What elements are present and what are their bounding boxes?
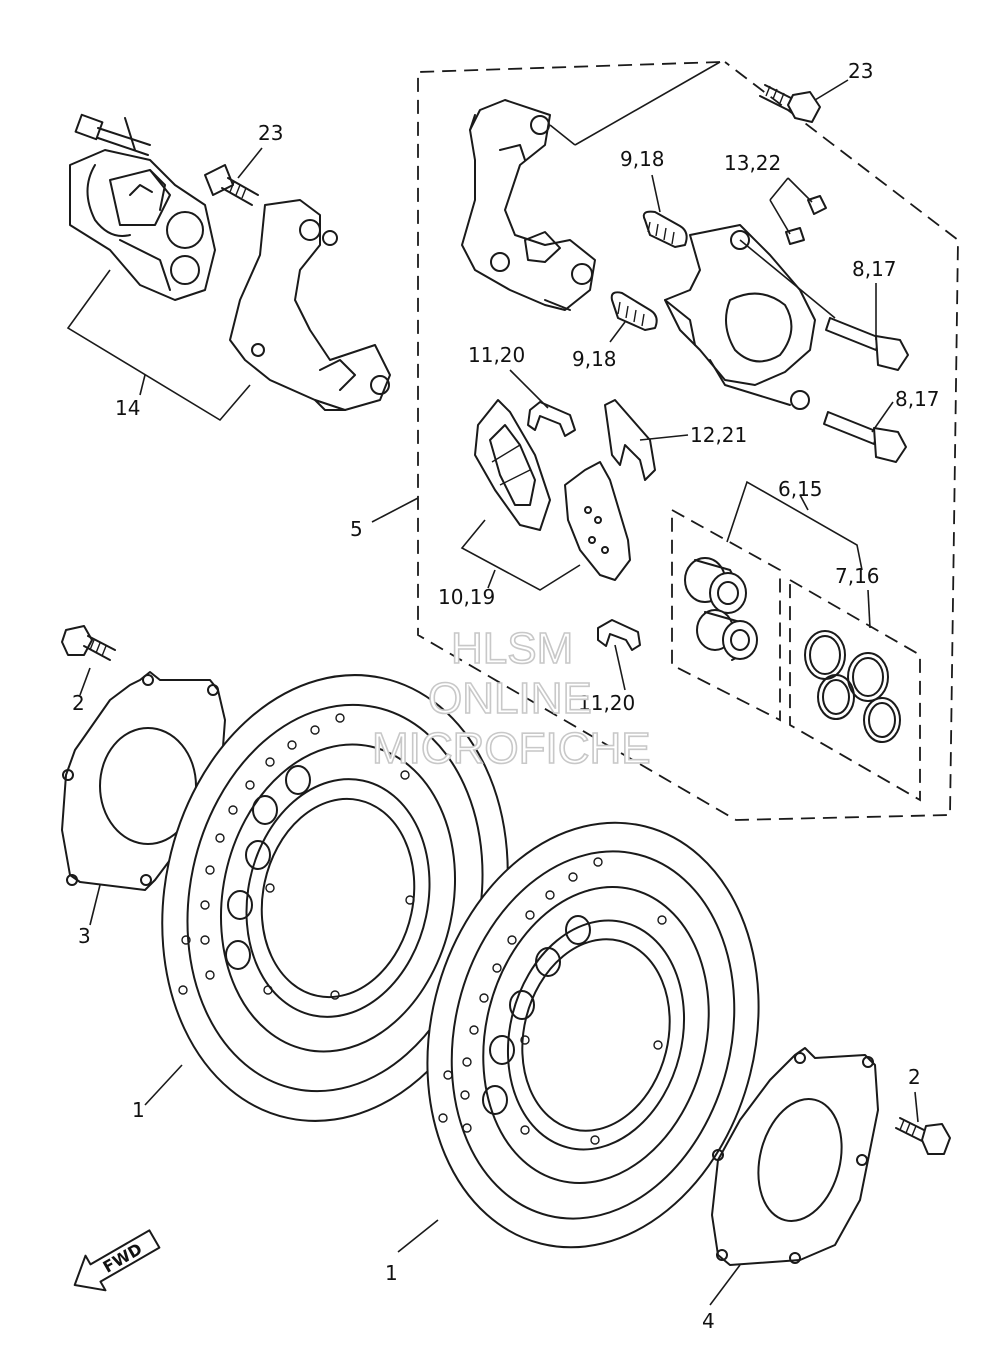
callout-labels: 23 23 9,18 13,22 8,17 9,18 11,20 12,21 8… [72,59,940,1333]
callout-12-21: 12,21 [690,423,747,447]
pad-shim [604,399,689,481]
callout-13-22: 13,22 [724,151,781,175]
callout-8-17-top: 8,17 [852,257,897,281]
callout-5-leader [371,497,419,523]
pad-spring-top [509,369,576,437]
callout-3: 3 [78,924,91,948]
piston-upper [684,557,747,614]
callout-6-15: 6,15 [778,477,823,501]
brake-pad-front [474,399,551,531]
seal-box [789,578,921,802]
callout-9-18-mid: 9,18 [572,347,617,371]
callout-9-18-top: 9,18 [620,147,665,171]
callout-2-left: 2 [72,691,85,715]
piston-box [671,508,781,722]
callout-6-15-leaders [726,480,863,571]
pin-boot-top [642,174,688,248]
right-caliper-body [664,224,836,410]
callout-1-left: 1 [132,1098,145,1122]
watermark-line-2: ONLINE [428,674,592,723]
callout-11-20-top: 11,20 [468,343,525,367]
caliper-assembly-boundary [417,61,959,821]
piston-lower [696,609,758,661]
piston-seals [804,589,901,743]
brake-pad-rear [564,461,631,581]
left-caliper-bracket [229,199,391,411]
fwd-direction-arrow: FWD [73,1229,161,1292]
watermark-line-3: MICROFICHE [372,724,651,773]
left-caliper-body [69,113,216,301]
disc-bolt-right [895,1091,951,1155]
bracket-leader-to-boundary [549,61,721,146]
watermark-line-1: HLSM [451,624,573,673]
watermark: HLSM ONLINE MICROFICHE [371,623,651,774]
disc-bolt-left [61,625,116,696]
callout-23-top: 23 [848,59,873,83]
callout-2-right: 2 [908,1065,921,1089]
callout-1-bottom: 1 [385,1261,398,1285]
callout-23-left: 23 [258,121,283,145]
callout-11-20-bot: 11,20 [578,691,635,715]
pad-spring-bottom [597,619,641,691]
callout-23-left-leader [237,147,263,179]
slide-pin-lower [823,401,907,463]
brake-disc-left [144,674,509,1122]
upper-bolt-23 [759,79,849,123]
brake-disc-right [397,821,760,1253]
slide-pin-upper [825,283,909,371]
disc-cover-right [709,1047,879,1306]
callout-14: 14 [115,396,140,420]
callout-4: 4 [702,1309,715,1333]
right-caliper-bracket [461,99,596,311]
callout-8-17-bot: 8,17 [895,387,940,411]
callout-14-leaders [66,269,251,422]
pin-boot-mid [609,291,658,343]
callout-5: 5 [350,517,363,541]
left-caliper-bolt [204,164,259,206]
bleed-screw [769,177,827,245]
callout-7-16: 7,16 [835,564,880,588]
callout-10-19: 10,19 [438,585,495,609]
callout-10-19-leaders [460,519,581,591]
